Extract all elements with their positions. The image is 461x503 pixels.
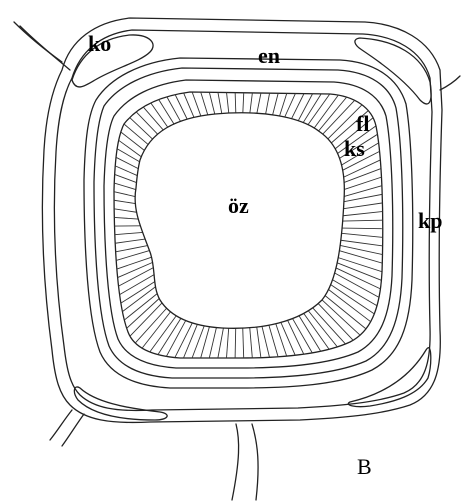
xylem-ray-line: [127, 298, 160, 328]
xylem-ray-line: [227, 93, 229, 114]
xylem-ray-line: [318, 304, 353, 341]
outer-projections: [14, 22, 460, 500]
xylem-ray-line: [273, 93, 279, 115]
xylem-ray-line: [121, 132, 144, 150]
label-en: en: [258, 43, 280, 68]
xylem-ray-line: [226, 328, 228, 358]
xylem-ray-line: [243, 93, 244, 113]
xylem-ray-line: [257, 327, 261, 358]
xylem-ray-line: [209, 92, 214, 114]
xylem-ray-line: [116, 246, 148, 252]
xylem-ray-line: [119, 268, 154, 287]
xylem-ray-line: [250, 93, 252, 113]
label-oz: öz: [228, 193, 249, 218]
xylem-ray-line: [329, 289, 371, 321]
xylem-ray-line: [115, 174, 137, 182]
endodermis-rings: [84, 58, 413, 388]
xylem-ray-line: [266, 93, 270, 114]
xylem-ray-line: [235, 93, 236, 113]
xylem-ray-line: [308, 311, 337, 347]
label-kp: kp: [418, 208, 442, 233]
xylem-ray-line: [192, 92, 201, 116]
xylem-ray-line: [118, 262, 153, 277]
xylem-ray-line: [115, 166, 137, 176]
label-ko: ko: [88, 31, 111, 56]
xylem-ray-line: [114, 192, 135, 197]
xylem-ray-line: [136, 112, 157, 134]
xylem-ray-line: [175, 323, 192, 358]
xylem-ray-line: [116, 251, 149, 261]
xylem-ray-line: [130, 118, 153, 139]
xylem-ray-line: [114, 200, 135, 203]
xylem-ray-line: [344, 160, 381, 177]
xylem-ray-line: [143, 107, 163, 130]
xylem-ray-line: [269, 325, 278, 357]
xylem-ray-line: [276, 324, 287, 356]
xylem-ray-line: [293, 319, 313, 353]
xylem-ray-line: [250, 328, 253, 358]
xylem-ray-line: [243, 328, 244, 358]
xylem-ray-line: [342, 233, 383, 237]
xylem-ray-line: [151, 103, 168, 127]
xylem-ray-line: [280, 93, 287, 116]
xylem-ray-line: [218, 92, 222, 113]
xylem-ray-line: [114, 209, 136, 212]
xylem-ray-line: [183, 324, 197, 358]
xylem-ray-line: [119, 140, 142, 156]
xylem-ray-line: [262, 326, 270, 357]
xylem-ray-line: [325, 296, 366, 329]
xylem-ray-line: [343, 220, 383, 221]
xylem-ray-line: [209, 328, 216, 358]
xylem-ray-line: [281, 322, 295, 355]
xylem-ray-line: [114, 183, 136, 189]
xylem-ray-line: [322, 300, 360, 335]
xylem-ray-line: [344, 203, 383, 209]
xylem-ray-line: [338, 258, 382, 272]
pith: [135, 113, 344, 328]
label-fl: fl: [356, 111, 369, 136]
label-ks: ks: [344, 136, 365, 161]
xylem-ray-line: [341, 240, 383, 246]
xylem-ray-line: [344, 169, 381, 183]
xylem-ray-line: [114, 217, 138, 219]
xylem-ray-line: [339, 251, 382, 263]
xylem-ray-line: [201, 92, 208, 115]
xylem-ray-line: [298, 94, 312, 121]
xylem-ray-line: [159, 99, 174, 123]
xylem-ray-line: [342, 228, 383, 229]
panel-label: B: [357, 454, 372, 479]
xylem-ray-line: [184, 93, 194, 117]
xylem-ray-line: [331, 285, 375, 314]
xylem-ray-line: [288, 320, 304, 354]
xylem-ray-line: [344, 194, 382, 201]
xylem-ray-line: [313, 308, 346, 344]
xylem-ray-line: [343, 212, 383, 216]
xylem-ray-line: [218, 328, 224, 358]
xylem-ray-line: [115, 239, 145, 243]
xylem-ray-line: [257, 93, 261, 113]
xylem-ray-line: [115, 232, 143, 234]
xylem-ray-line: [235, 328, 236, 358]
xylem-ray-line: [124, 124, 148, 144]
